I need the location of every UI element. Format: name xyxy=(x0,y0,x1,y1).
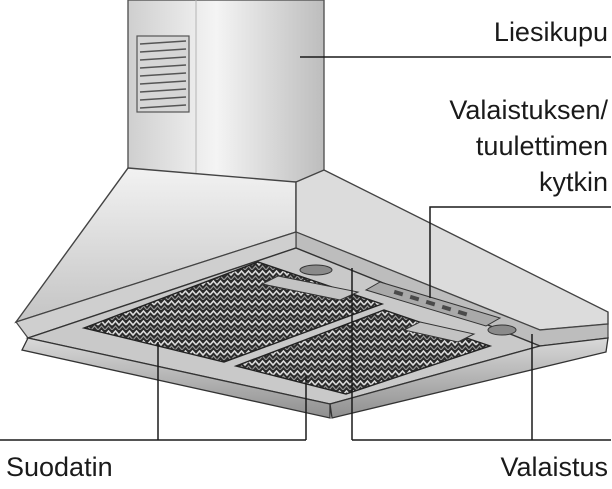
chimney xyxy=(127,0,325,183)
label-switch-line1: Valaistuksen/ xyxy=(449,95,608,125)
control-panel xyxy=(364,281,502,327)
hood-canopy xyxy=(14,167,609,347)
label-hood: Liesikupu xyxy=(493,17,608,47)
leader-lines xyxy=(0,56,611,441)
light-lamps xyxy=(299,264,517,336)
leader-switch xyxy=(429,206,611,298)
label-filter: Suodatin xyxy=(6,452,113,482)
label-switch-line3: kytkin xyxy=(538,167,608,197)
grease-filter-left xyxy=(81,261,385,363)
grease-filter-right xyxy=(233,309,493,395)
chimney-vent-grille xyxy=(136,35,190,113)
label-lighting: Valaistus xyxy=(500,452,608,482)
label-switch-line2: tuulettimen xyxy=(475,131,608,161)
